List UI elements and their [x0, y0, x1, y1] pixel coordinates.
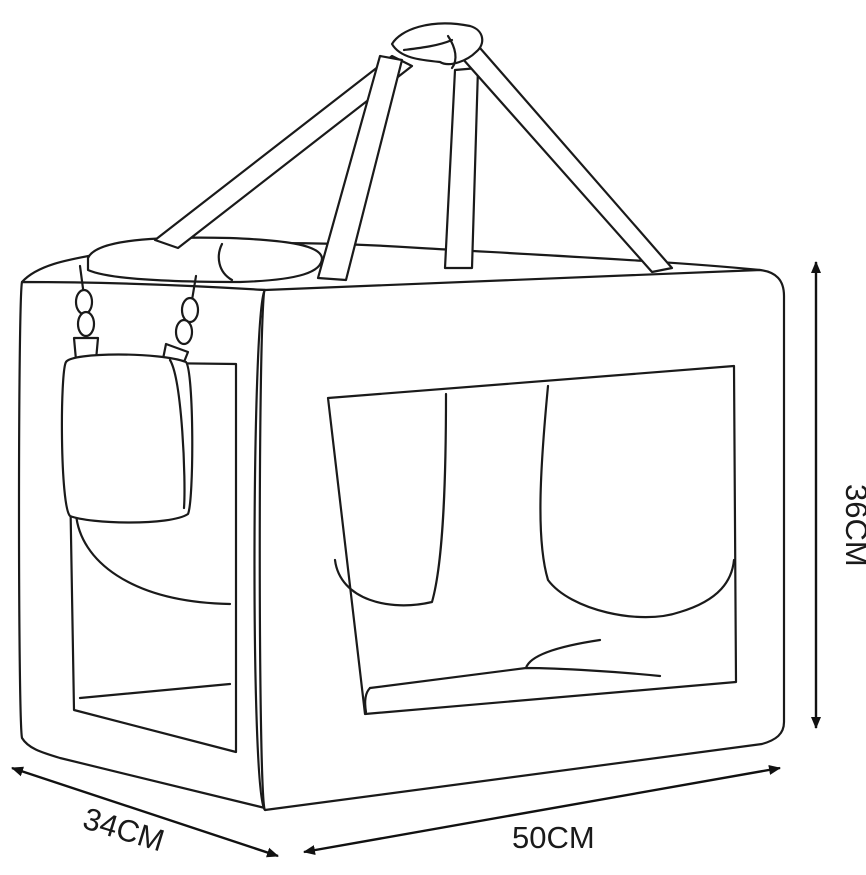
width-arrow: [303, 764, 781, 856]
depth-arrow: [11, 766, 279, 858]
hanging-pouch: [60, 264, 200, 524]
depth-label: 34CM: [79, 801, 168, 859]
front-window: [326, 364, 738, 716]
carrier-top-roll: [86, 236, 324, 284]
carry-handles: [153, 22, 674, 282]
pouch-body: [60, 353, 194, 524]
height-label: 36CM: [839, 484, 866, 567]
width-label: 50CM: [512, 820, 595, 855]
